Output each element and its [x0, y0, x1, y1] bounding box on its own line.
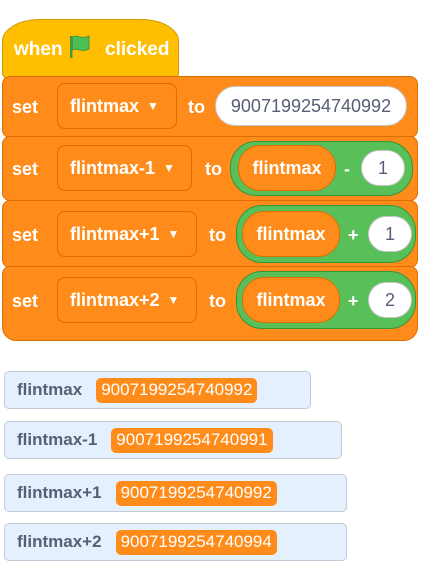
- set-label: set: [12, 97, 39, 117]
- number-text: 2: [384, 289, 395, 310]
- reporter-label: flintmax: [252, 157, 322, 178]
- variable-dropdown[interactable]: flintmax+2 ▼: [57, 277, 197, 323]
- variable-dropdown[interactable]: flintmax ▼: [57, 83, 177, 129]
- variable-reporter[interactable]: flintmax: [242, 277, 340, 323]
- set-label: set: [12, 225, 39, 245]
- variable-name: flintmax+1: [70, 223, 160, 244]
- reporter-label: flintmax: [256, 223, 326, 244]
- set-label: set: [12, 159, 39, 179]
- operator-symbol: +: [348, 291, 359, 311]
- variable-reporter[interactable]: flintmax: [242, 211, 340, 257]
- chevron-down-icon: ▼: [167, 293, 180, 307]
- operator-symbol: +: [348, 225, 359, 245]
- variable-dropdown[interactable]: flintmax+1 ▼: [57, 211, 197, 257]
- when-label: when: [14, 39, 63, 60]
- variable-name: flintmax: [70, 95, 140, 116]
- to-label: to: [209, 291, 226, 311]
- clicked-label: clicked: [105, 39, 170, 60]
- variable-name: flintmax-1: [70, 157, 156, 178]
- chevron-down-icon: ▼: [167, 227, 180, 241]
- variable-monitor[interactable]: flintmax-1 9007199254740991: [4, 421, 342, 459]
- to-label: to: [209, 225, 226, 245]
- monitor-value: 9007199254740991: [111, 427, 273, 453]
- monitor-value: 9007199254740994: [115, 529, 277, 555]
- variable-monitor[interactable]: flintmax+2 9007199254740994: [4, 523, 347, 561]
- value-input[interactable]: 9007199254740992: [215, 86, 407, 126]
- number-input[interactable]: 1: [361, 150, 405, 186]
- number-input[interactable]: 2: [368, 282, 412, 318]
- variable-dropdown[interactable]: flintmax-1 ▼: [57, 145, 192, 191]
- monitor-label: flintmax+2: [17, 532, 102, 551]
- value-text: 9007199254740992: [230, 95, 392, 116]
- number-text: 1: [384, 223, 395, 244]
- monitor-label: flintmax+1: [17, 483, 102, 502]
- monitor-label: flintmax-1: [17, 430, 98, 449]
- to-label: to: [188, 97, 205, 117]
- reporter-label: flintmax: [256, 289, 326, 310]
- number-input[interactable]: 1: [368, 216, 412, 252]
- monitor-label: flintmax: [17, 380, 83, 399]
- to-label: to: [205, 159, 222, 179]
- green-flag-icon: [68, 34, 92, 60]
- monitor-value: 9007199254740992: [115, 480, 277, 506]
- monitor-value: 9007199254740992: [96, 377, 258, 403]
- operator-symbol: -: [344, 159, 350, 179]
- chevron-down-icon: ▼: [163, 161, 175, 175]
- chevron-down-icon: ▼: [147, 99, 159, 113]
- variable-name: flintmax+2: [70, 289, 160, 310]
- variable-reporter[interactable]: flintmax: [238, 145, 336, 191]
- variable-monitor[interactable]: flintmax 9007199254740992: [4, 371, 311, 409]
- when-flag-clicked-block[interactable]: [2, 19, 179, 79]
- number-text: 1: [377, 157, 388, 178]
- set-label: set: [12, 291, 39, 311]
- variable-monitor[interactable]: flintmax+1 9007199254740992: [4, 474, 347, 512]
